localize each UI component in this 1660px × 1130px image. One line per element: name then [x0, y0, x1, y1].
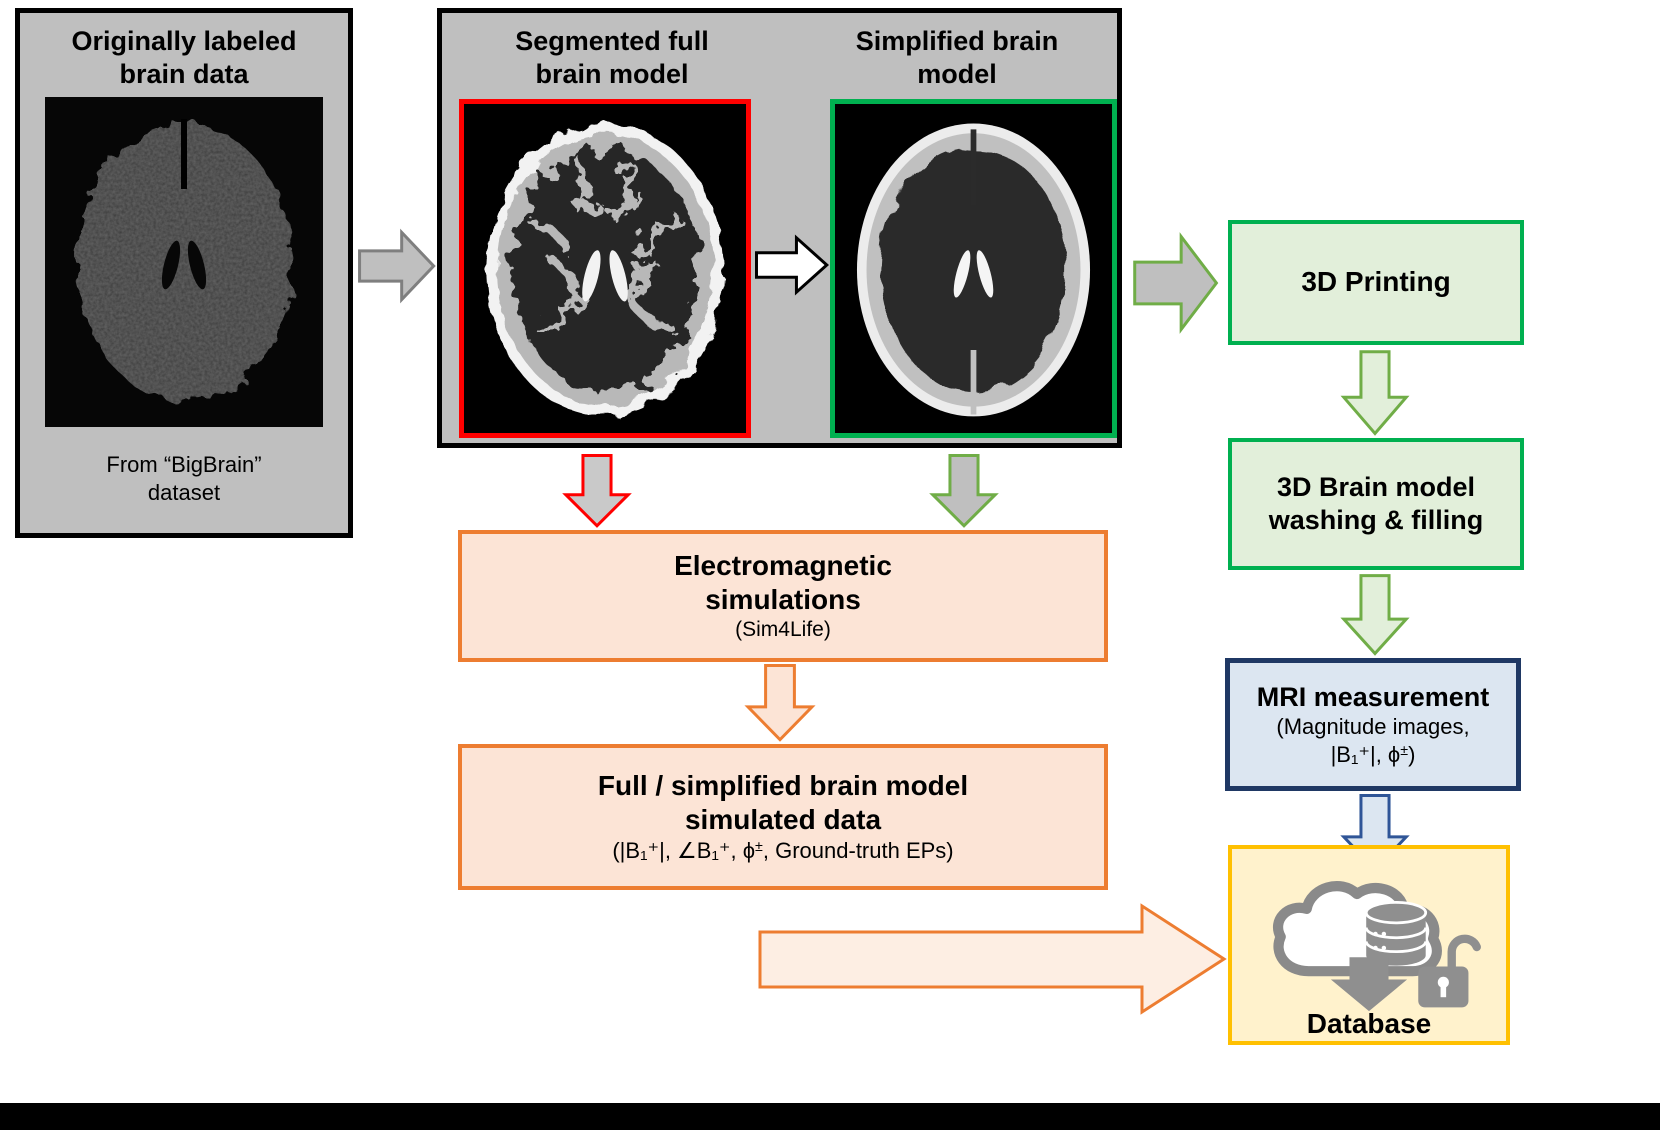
original-caption-line2: dataset	[147, 479, 221, 505]
original-brain-image	[45, 97, 323, 427]
washing-line1: 3D Brain model	[1276, 472, 1476, 503]
segmented-brain-image	[464, 104, 746, 433]
mri-formula-sup: ±	[1400, 742, 1409, 759]
arrow-data-to-database	[758, 902, 1228, 1017]
simplified-brain-image	[835, 104, 1112, 433]
mri-formula-pre: |B₁⁺|, ϕ	[1330, 741, 1401, 767]
original-caption-line1: From “BigBrain”	[106, 452, 262, 477]
original-data-box: Originally labeled brain data From “BigB…	[15, 8, 353, 538]
simplified-title: Simplified brain model	[797, 25, 1117, 91]
segmented-title: Segmented full brain model	[447, 25, 777, 91]
arrow-models-to-printing	[1133, 225, 1219, 341]
printing-label: 3D Printing	[1301, 266, 1451, 298]
simplified-title-line2: model	[917, 58, 997, 89]
em-simulations-box: Electromagnetic simulations (Sim4Life)	[458, 530, 1108, 662]
washing-line2: washing & filling	[1268, 505, 1484, 535]
mri-box: MRI measurement (Magnitude images, |B₁⁺|…	[1225, 658, 1521, 791]
database-label: Database	[1306, 1008, 1432, 1039]
sim-formula-sup: ±	[755, 839, 763, 856]
arrow-printing-to-washing	[1336, 350, 1414, 436]
segmented-title-line2: brain model	[535, 58, 689, 89]
original-title-line2: brain data	[119, 58, 249, 89]
printing-box: 3D Printing	[1228, 220, 1524, 345]
simplified-title-line1: Simplified brain	[855, 26, 1059, 56]
database-icon	[1364, 901, 1428, 966]
simplified-brain-frame	[830, 99, 1117, 438]
arrow-simulations-to-data	[740, 664, 820, 742]
sim-formula-post: , Ground-truth EPs)	[762, 838, 954, 864]
washing-box: 3D Brain model washing & filling	[1228, 438, 1524, 570]
original-title: Originally labeled brain data	[20, 25, 348, 91]
mri-line2: (Magnitude images,	[1276, 714, 1470, 740]
simulated-data-box: Full / simplified brain model simulated …	[458, 744, 1108, 890]
database-cloud-graphic	[1273, 881, 1481, 1012]
mri-title: MRI measurement	[1256, 681, 1490, 712]
bottom-bar	[0, 1103, 1660, 1130]
em-line2: simulations	[705, 583, 861, 615]
sim-formula-pre: (|B₁⁺|, ∠B₁⁺, ϕ	[612, 838, 756, 864]
sim-formula: (|B₁⁺|, ∠B₁⁺, ϕ±, Ground-truth EPs)	[612, 837, 953, 865]
original-title-line1: Originally labeled	[71, 26, 297, 56]
database-box: Database	[1228, 845, 1510, 1045]
lock-icon	[1418, 934, 1481, 1008]
models-box: Segmented full brain model Simplified br…	[437, 8, 1122, 448]
segmented-brain-frame	[459, 99, 751, 438]
em-line1: Electromagnetic	[674, 549, 892, 581]
mri-formula: |B₁⁺|, ϕ±)	[1331, 741, 1416, 769]
sim-line1: Full / simplified brain model	[597, 770, 969, 802]
mri-formula-post: )	[1408, 741, 1416, 767]
segmented-title-line1: Segmented full	[515, 26, 709, 56]
arrow-simplified-to-simulations	[925, 454, 1003, 528]
em-line3: (Sim4Life)	[735, 618, 831, 642]
arrow-washing-to-mri	[1336, 574, 1414, 656]
arrow-segmented-to-simulations	[558, 454, 636, 528]
original-caption: From “BigBrain” dataset	[20, 451, 348, 506]
sim-line2: simulated data	[684, 804, 882, 836]
arrow-segmented-to-simplified	[755, 231, 829, 299]
download-arrow-icon	[1330, 957, 1408, 1012]
arrow-original-to-segmented	[358, 224, 436, 308]
